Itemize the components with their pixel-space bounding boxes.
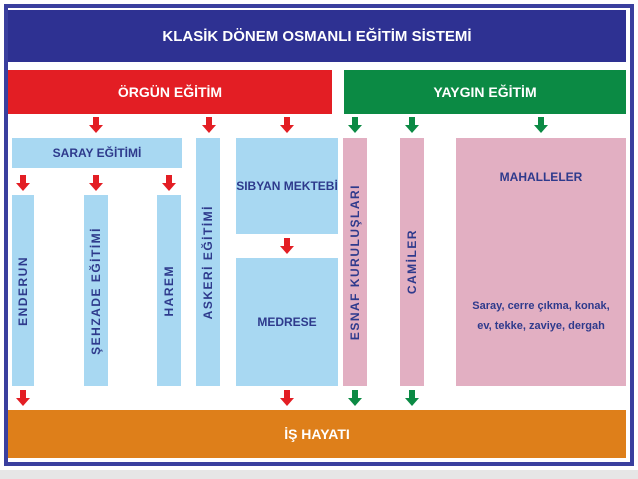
arrow-down-icon [405, 390, 419, 406]
camiler-box: CAMİLER [400, 138, 424, 386]
bottom-band [0, 470, 638, 479]
medrese-box: MEDRESE [236, 258, 338, 386]
askeri-egitimi-box: ASKERİ EĞİTİMİ [196, 138, 220, 386]
sehzade-egitimi-label: ŞEHZADE EĞİTİMİ [89, 226, 103, 355]
diagram-title: KLASİK DÖNEM OSMANLI EĞİTİM SİSTEMİ [8, 10, 626, 62]
arrow-down-icon [202, 117, 216, 133]
arrow-down-icon [405, 117, 419, 133]
esnaf-kuruluslari-box: ESNAF KURULUŞLARI [343, 138, 367, 386]
saray-egitimi-box: SARAY EĞİTİMİ [12, 138, 182, 168]
is-hayati-footer: İŞ HAYATI [8, 410, 626, 458]
arrow-down-icon [348, 390, 362, 406]
arrow-down-icon [348, 117, 362, 133]
arrow-down-icon [534, 117, 548, 133]
arrow-down-icon [280, 117, 294, 133]
sibyan-mektebi-box: SIBYAN MEKTEBİ [236, 138, 338, 234]
harem-label: HAREM [162, 264, 176, 317]
yaygin-egitim-header: YAYGIN EĞİTİM [344, 70, 626, 114]
camiler-label: CAMİLER [405, 229, 419, 295]
arrow-down-icon [162, 175, 176, 191]
sehzade-egitimi-box: ŞEHZADE EĞİTİMİ [84, 195, 108, 386]
arrow-down-icon [16, 390, 30, 406]
mahalleler-title: MAHALLELER [499, 170, 583, 184]
arrow-down-icon [280, 390, 294, 406]
mahalleler-details: Saray, cerre çıkma, konak, ev, tekke, za… [472, 300, 610, 332]
arrow-down-icon [89, 117, 103, 133]
arrow-down-icon [89, 175, 103, 191]
harem-box: HAREM [157, 195, 181, 386]
arrow-down-icon [16, 175, 30, 191]
orgun-egitim-header: ÖRGÜN EĞİTİM [8, 70, 332, 114]
arrow-down-icon [280, 238, 294, 254]
mahalleler-box: MAHALLELER Saray, cerre çıkma, konak, ev… [456, 138, 626, 386]
enderun-box: ENDERUN [12, 195, 34, 386]
enderun-label: ENDERUN [16, 255, 30, 326]
esnaf-kuruluslari-label: ESNAF KURULUŞLARI [348, 183, 362, 341]
askeri-egitimi-label: ASKERİ EĞİTİMİ [201, 204, 215, 320]
